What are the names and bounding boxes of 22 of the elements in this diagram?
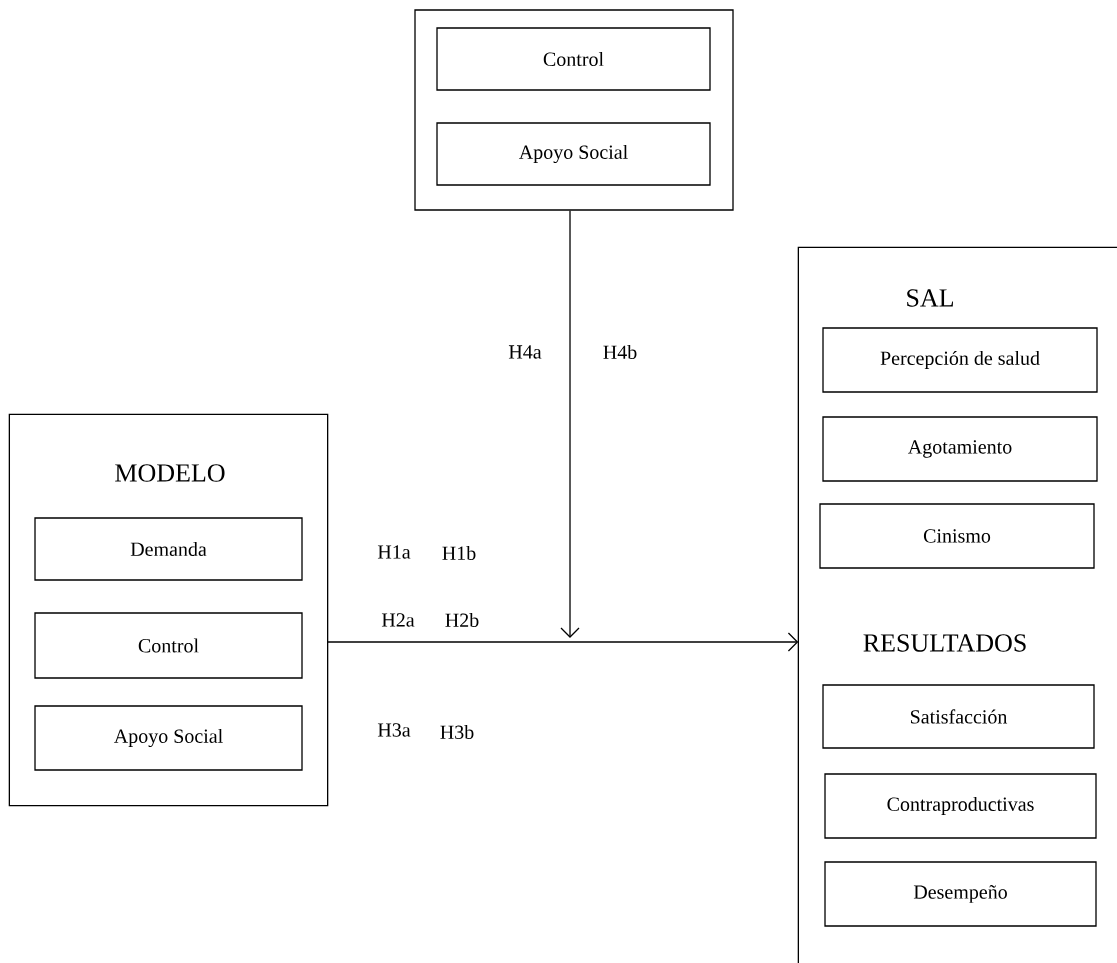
- variable-box: Apoyo Social: [34, 705, 303, 771]
- group-box: [414, 9, 734, 211]
- hypothesis-label: H1b: [442, 545, 476, 560]
- arrow: [327, 632, 799, 652]
- variable-box: Satisfacción: [822, 684, 1095, 749]
- variable-box: Agotamiento: [822, 416, 1098, 482]
- arrow: [560, 210, 580, 638]
- hypothesis-label: H3b: [440, 724, 474, 739]
- variable-box: Control: [34, 612, 303, 679]
- hypothesis-label: H1a: [377, 545, 411, 559]
- hypothesis-label: H2a: [381, 613, 415, 627]
- hypothesis-label: H4a: [508, 345, 542, 359]
- variable-box: Cinismo: [819, 503, 1095, 569]
- hypothesis-label: H4b: [603, 344, 637, 359]
- hypothesis-label: H2b: [445, 612, 479, 627]
- variable-box: Percepción de salud: [822, 327, 1098, 393]
- variable-box: Apoyo Social: [436, 122, 711, 186]
- variable-box: Control: [436, 27, 711, 91]
- hypothesis-label: H3a: [377, 723, 411, 737]
- variable-box: Contraproductivas: [824, 773, 1097, 839]
- variable-box: Demanda: [34, 517, 303, 581]
- variable-box: Desempeño: [824, 861, 1097, 927]
